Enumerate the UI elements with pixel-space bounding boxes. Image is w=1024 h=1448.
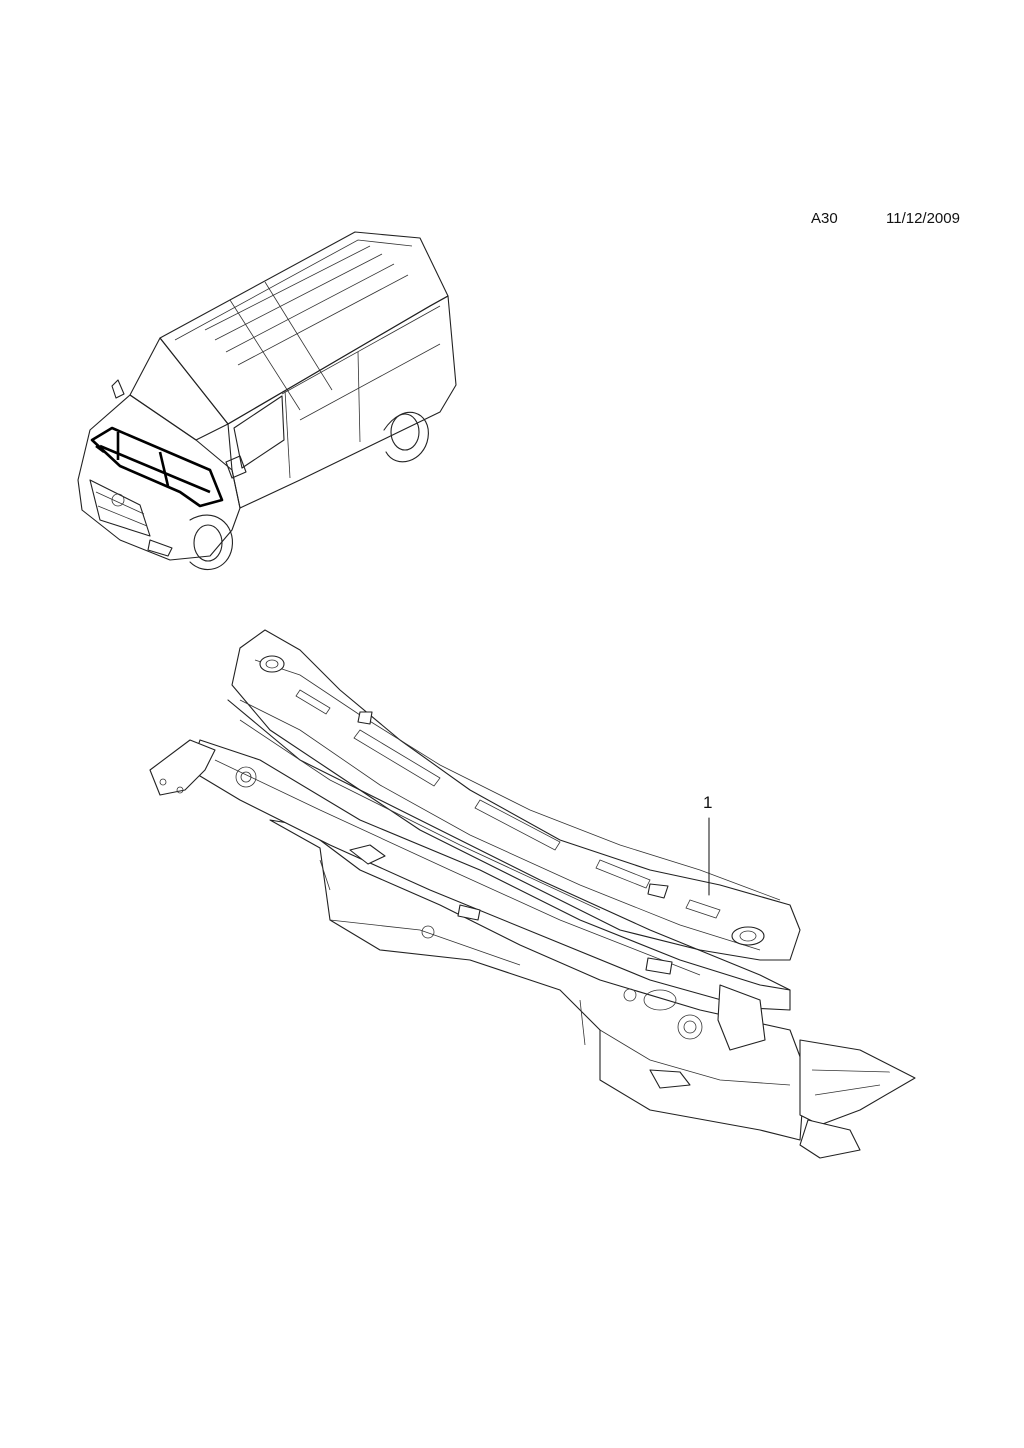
illustration-date: 11/12/2009	[886, 210, 960, 227]
callout-label-1: 1	[703, 793, 713, 812]
illustration-code: A30	[811, 210, 838, 227]
cowl-panel-part-illustration	[149, 629, 916, 1159]
van-locator-illustration	[77, 231, 457, 571]
